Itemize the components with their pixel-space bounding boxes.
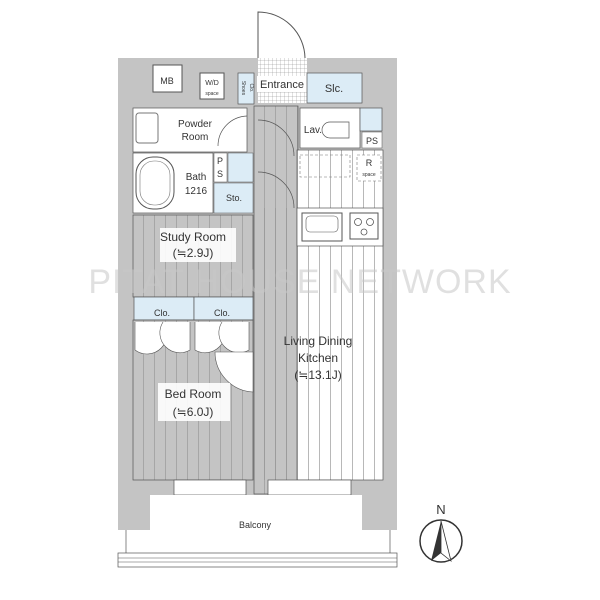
lav-label: Lav. — [304, 125, 322, 136]
wd-label: W/D — [205, 80, 219, 87]
bath-size: 1216 — [185, 186, 208, 197]
r-space-sub: space — [362, 172, 376, 178]
storage: Sto. — [213, 182, 254, 214]
clo-1-label: Clo. — [154, 308, 170, 318]
pipe-space-right — [359, 107, 383, 132]
ps-left-s: S — [217, 169, 223, 179]
shoes-closet: Shoes Clo. — [237, 72, 255, 105]
bed-label: Bed Room — [165, 387, 222, 401]
mb-box: MB — [152, 64, 183, 93]
bathroom: Bath 1216 — [132, 152, 214, 214]
hall-door[interactable] — [257, 119, 295, 157]
powder-room: Powder Room — [132, 107, 248, 153]
ldk-label-2: Kitchen — [298, 351, 338, 365]
entrance-label: Entrance — [260, 79, 304, 91]
sto-label: Sto. — [226, 193, 242, 203]
powder-label-2: Room — [182, 132, 209, 143]
watermark: PITAT HOUSE NETWORK — [88, 263, 511, 301]
ldk-label-1: Living Dining — [284, 334, 353, 348]
lavatory: Lav. — [299, 107, 361, 149]
powder-label-1: Powder — [178, 119, 213, 130]
kitchen-counter — [296, 207, 384, 247]
pipe-space-left: P S — [213, 152, 254, 183]
living-dining-kitchen: R space Living Dining Kitchen (≒13.1J) — [262, 149, 384, 481]
balcony: Balcony — [117, 495, 398, 568]
ps-right-label: PS — [366, 136, 378, 146]
bath-label: Bath — [186, 172, 207, 183]
r-space-label: R — [366, 158, 373, 168]
shoes-sub: Clo. — [248, 84, 254, 93]
entrance-door[interactable] — [257, 11, 306, 59]
study-label: Study Room — [160, 230, 226, 244]
wd-sub: space — [205, 91, 219, 97]
slc-label: Slc. — [325, 83, 343, 95]
compass-icon: N — [419, 502, 463, 563]
balcony-label: Balcony — [239, 520, 272, 530]
hall-door-2[interactable] — [257, 171, 295, 209]
closets: Clo. Clo. — [133, 296, 254, 321]
ldk-size: (≒13.1J) — [294, 368, 341, 382]
stove-icon — [354, 218, 374, 236]
mb-label: MB — [160, 76, 174, 86]
clo-2-label: Clo. — [214, 308, 230, 318]
study-room: Study Room (≒2.9J) — [132, 214, 254, 298]
ps-left-p: P — [217, 156, 223, 166]
bed-size: (≒6.0J) — [173, 405, 214, 419]
compass-north-label: N — [436, 502, 445, 517]
shoe-cabinet: Slc. — [306, 72, 363, 104]
shoes-label: Shoes — [240, 81, 246, 96]
ps-box — [361, 131, 383, 149]
entrance: Entrance — [257, 58, 307, 103]
study-size: (≒2.9J) — [173, 246, 214, 260]
washer-space: W/D space — [199, 72, 225, 100]
bed-room: Bed Room (≒6.0J) — [132, 319, 254, 481]
